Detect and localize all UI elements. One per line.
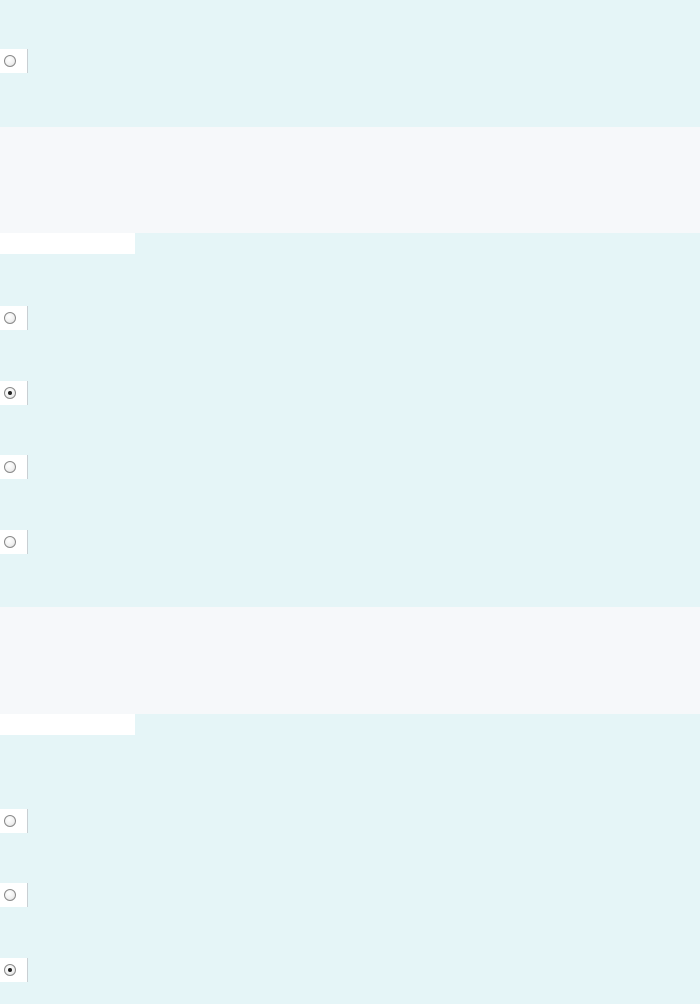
radio-button[interactable] (4, 55, 16, 67)
tab-strip (0, 233, 700, 255)
tab-header (0, 714, 135, 735)
radio-button[interactable] (4, 461, 16, 473)
radio-dot-icon (8, 968, 12, 972)
radio-dot-icon (8, 391, 12, 395)
question-separator (0, 127, 700, 223)
radio-button[interactable] (4, 889, 16, 901)
radio-option-q2-2[interactable] (0, 381, 28, 405)
radio-button-selected[interactable] (4, 964, 16, 976)
question-group-2 (0, 255, 700, 607)
separator-gap (0, 703, 700, 714)
tab-strip (0, 714, 700, 736)
radio-button[interactable] (4, 536, 16, 548)
radio-button[interactable] (4, 312, 16, 324)
radio-option-q3-1[interactable] (0, 809, 28, 833)
question-group-3 (0, 736, 700, 1004)
radio-option-q3-3[interactable] (0, 958, 28, 982)
radio-option-q3-2[interactable] (0, 883, 28, 907)
question-separator (0, 607, 700, 703)
tab-header (0, 233, 135, 254)
radio-option-q2-3[interactable] (0, 455, 28, 479)
radio-option-q1-1[interactable] (0, 49, 28, 73)
radio-option-q2-1[interactable] (0, 306, 28, 330)
radio-button[interactable] (4, 815, 16, 827)
radio-option-q2-4[interactable] (0, 530, 28, 554)
question-group-1 (0, 0, 700, 127)
radio-button-selected[interactable] (4, 387, 16, 399)
separator-gap (0, 223, 700, 233)
